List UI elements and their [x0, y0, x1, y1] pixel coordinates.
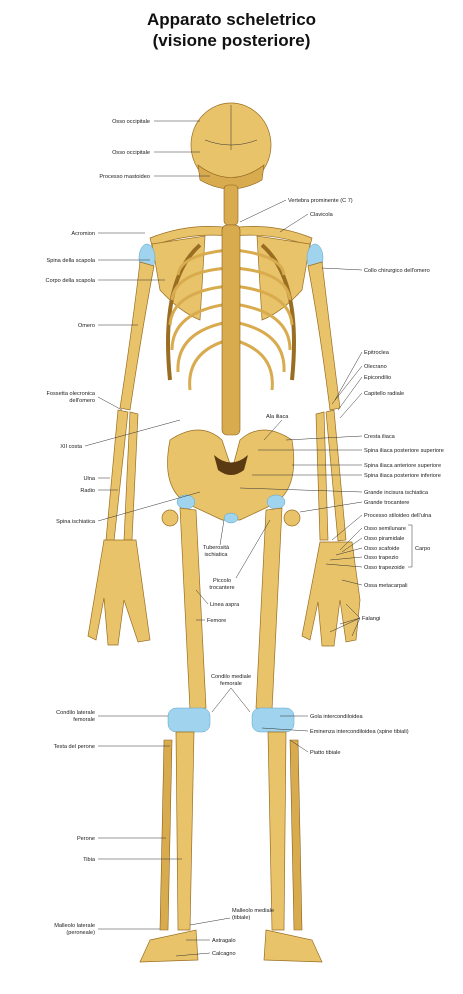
- label-collo-chirurgico: Collo chirurgico dell'omero: [364, 268, 430, 274]
- label-olecrano: Olecrano: [364, 364, 387, 370]
- label-condilo-laterale-2: femorale: [73, 717, 95, 723]
- label-eminenza-intercondiloidea: Eminenza intercondiloidea (spine tibiali…: [310, 729, 409, 735]
- label-malleolo-mediale-1: Malleolo mediale: [232, 908, 274, 914]
- label-processo-mastoideo: Processo mastoideo: [99, 174, 150, 180]
- label-osso-trapezoide: Osso trapezoide: [364, 565, 405, 571]
- right-fibula: [289, 739, 303, 931]
- leader-lines: [84, 120, 413, 957]
- label-malleolo-laterale-1: Malleolo laterale: [54, 923, 95, 929]
- sacrum-shadow: [214, 455, 248, 475]
- label-osso-scafoide: Osso scafoide: [364, 546, 399, 552]
- right-femur: [255, 507, 283, 711]
- pubic-cartilage: [223, 512, 239, 524]
- label-osso-occipitale-2: Osso occipitale: [112, 150, 150, 156]
- label-perone: Perone: [77, 836, 95, 842]
- skull-sutures: [204, 105, 258, 150]
- left-hand: [87, 539, 151, 646]
- label-cresta-iliaca: Cresta iliaca: [364, 434, 396, 440]
- right-forearm: [315, 409, 347, 542]
- left-hip-cartilage: [176, 494, 196, 510]
- label-spina-iliaca-post-inf: Spina iliaca posteriore inferiore: [364, 473, 441, 479]
- spine: [221, 224, 241, 436]
- label-acromion: Acromion: [71, 231, 95, 237]
- cervical-spine: [223, 184, 239, 226]
- label-astragalo: Astragalo: [212, 938, 236, 944]
- label-calcagno: Calcagno: [212, 951, 236, 957]
- occipital-lower: [197, 164, 265, 190]
- diagram-subtitle: (visione posteriore): [152, 31, 311, 50]
- label-radio: Radio: [80, 488, 95, 494]
- skeleton-illustration: [87, 102, 361, 963]
- label-fossetta-olecronica-2: dell'omero: [69, 398, 95, 404]
- label-malleolo-mediale-2: (tibiale): [232, 915, 250, 921]
- label-ulna: Ulna: [83, 476, 95, 482]
- label-clavicola: Clavicola: [310, 212, 334, 218]
- label-osso-trapezio: Osso trapezio: [364, 555, 399, 561]
- label-epitroclea: Epitroclea: [364, 350, 390, 356]
- label-omero: Omero: [78, 323, 95, 329]
- label-tuberosita-ischiatica-1: Tuberosità: [203, 545, 230, 551]
- left-foot: [139, 929, 199, 963]
- right-foot: [263, 929, 323, 963]
- label-piccolo-trocantere-1: Piccolo: [213, 578, 231, 584]
- label-falangi: Falangi: [362, 616, 380, 622]
- label-spina-iliaca-ant-sup: Spina iliaca anteriore superiore: [364, 463, 441, 469]
- pelvis: [167, 429, 295, 521]
- label-ala-iliaca: Ala iliaca: [266, 414, 289, 420]
- label-spina-iliaca-post-sup: Spina iliaca posteriore superiore: [364, 448, 444, 454]
- label-vertebra-prominente: Vertebra prominente (C 7): [288, 198, 353, 204]
- label-fossetta-olecronica-1: Fossetta olecronica: [46, 391, 95, 397]
- label-piatto-tibiale: Piatto tibiale: [310, 750, 340, 756]
- label-condilo-laterale-1: Condilo laterale: [56, 710, 95, 716]
- label-malleolo-laterale-2: (peroneale): [66, 930, 95, 936]
- left-humerus: [119, 261, 155, 411]
- label-epicondilio: Epicondilio: [364, 375, 391, 381]
- label-ossa-metacarpali: Ossa metacarpali: [364, 583, 408, 589]
- label-corpo-scapola: Corpo della scapola: [46, 278, 96, 284]
- label-tibia: Tibia: [83, 857, 96, 863]
- label-grande-trocantere: Grande trocantere: [364, 500, 409, 506]
- left-tibia: [175, 731, 195, 931]
- label-tuberosita-ischiatica-2: ischiatica: [204, 552, 228, 558]
- label-grande-incisura: Grande incisura ischiatica: [364, 490, 429, 496]
- label-condilo-mediale-1: Condilo mediale: [211, 674, 251, 680]
- left-knee-cartilage: [167, 707, 211, 733]
- label-osso-piramidale: Osso piramidale: [364, 536, 404, 542]
- left-femur: [179, 507, 207, 711]
- rib-cage: [166, 243, 296, 391]
- label-linea-aspra: Linea aspra: [210, 602, 240, 608]
- label-osso-semilunare: Osso semilunare: [364, 526, 406, 532]
- label-carpo: Carpo: [415, 546, 430, 552]
- right-hip-cartilage: [266, 494, 286, 510]
- label-capitello-radiale: Capitello radiale: [364, 391, 404, 397]
- left-fibula: [159, 739, 173, 931]
- label-condilo-mediale-2: femorale: [220, 681, 242, 687]
- right-knee-cartilage: [251, 707, 295, 733]
- greater-trochanter: [283, 509, 301, 527]
- right-hand: [301, 541, 361, 647]
- label-xii-costa: XII costa: [60, 444, 83, 450]
- label-piccolo-trocantere-2: trocantere: [209, 585, 234, 591]
- right-humerus: [307, 261, 341, 411]
- diagram-title: Apparato scheletrico: [146, 10, 317, 29]
- labels: Osso occipitale Osso occipitale Processo…: [46, 119, 444, 957]
- label-gola-intercondiloidea: Gola intercondiloidea: [310, 714, 363, 720]
- greater-trochanter-left: [161, 509, 179, 527]
- label-testa-perone: Testa del perone: [54, 744, 95, 750]
- left-forearm: [105, 409, 139, 542]
- label-spina-ischiatica: Spina ischiatica: [56, 519, 96, 525]
- label-spina-scapola: Spina della scapola: [46, 258, 95, 264]
- right-tibia: [267, 731, 287, 931]
- label-osso-occipitale-1: Osso occipitale: [112, 119, 150, 125]
- label-processo-stiloideo: Processo stiloideo dell'ulna: [364, 513, 432, 519]
- label-femore: Femore: [207, 618, 226, 624]
